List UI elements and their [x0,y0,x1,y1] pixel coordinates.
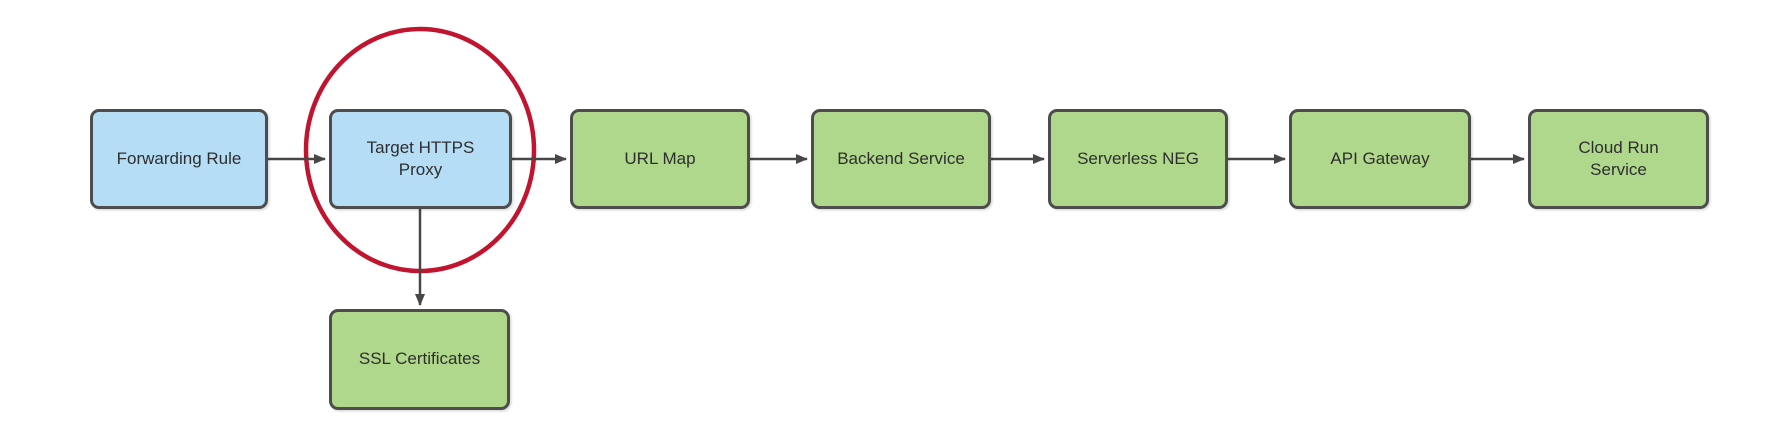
node-ssl-certificates: SSL Certificates [329,309,510,410]
node-cloud-run-service: Cloud Run Service [1528,109,1709,209]
node-target-https-proxy-label: Target HTTPS Proxy [366,137,475,179]
node-target-https-proxy: Target HTTPS Proxy [329,109,512,209]
node-cloud-run-service-label: Cloud Run Service [1578,137,1659,179]
node-serverless-neg: Serverless NEG [1048,109,1228,209]
node-api-gateway: API Gateway [1289,109,1471,209]
node-forwarding-rule-label: Forwarding Rule [116,148,242,168]
node-api-gateway-label: API Gateway [1330,148,1430,168]
node-url-map: URL Map [570,109,750,209]
node-backend-service-label: Backend Service [837,148,965,168]
node-backend-service: Backend Service [811,109,991,209]
node-url-map-label: URL Map [624,148,696,168]
node-serverless-neg-label: Serverless NEG [1077,148,1199,168]
node-ssl-certificates-label: SSL Certificates [358,349,481,369]
node-forwarding-rule: Forwarding Rule [90,109,268,209]
